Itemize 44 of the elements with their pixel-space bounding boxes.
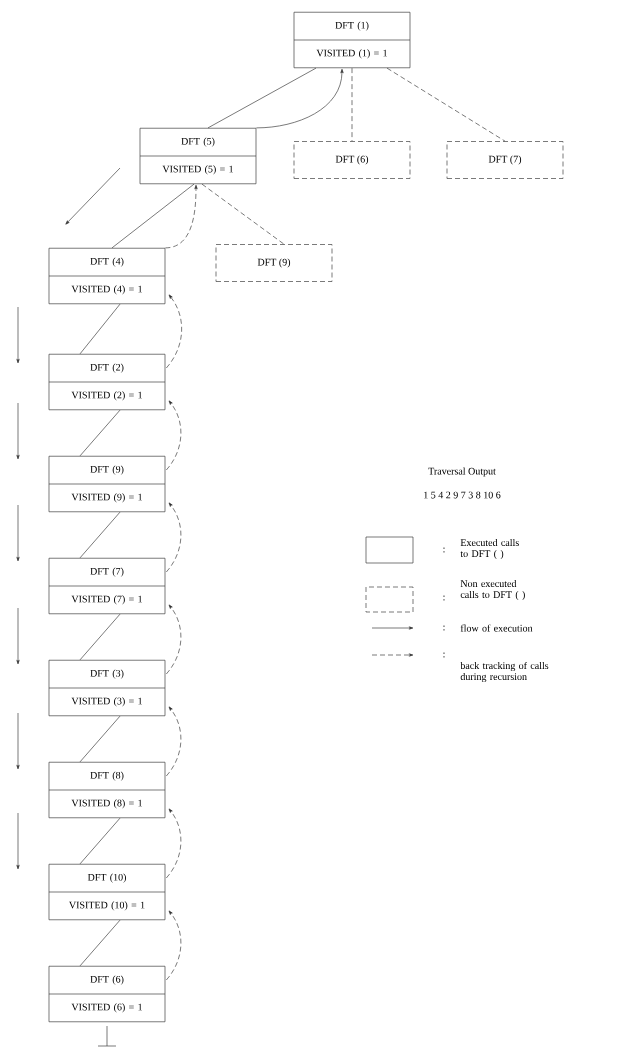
backtrack-arrow [256, 68, 344, 129]
backtrack-arrow [166, 502, 182, 573]
separator-colon: : [443, 547, 445, 553]
dashed-call-box: DFT (6) [293, 141, 411, 179]
legend-text: Executed calls to DFT ( ) [460, 538, 519, 560]
traversal-sequence: 1 5 4 2 9 7 3 8 10 6 [424, 491, 501, 499]
tree-line [111, 183, 195, 249]
tree-line [207, 67, 317, 129]
heading-text: Traversal Output [428, 467, 496, 477]
call-box: DFT (6) VISITED (6) = 1 [48, 965, 166, 1023]
call-box: DFT (10) VISITED (10) = 1 [48, 863, 166, 921]
backtrack-arrow [166, 400, 182, 471]
tree-line [79, 511, 121, 559]
legend-text: Non executed calls to DFT ( ) [460, 579, 525, 601]
call-box: DFT (3) VISITED (3) = 1 [48, 659, 166, 717]
tree-line [79, 409, 121, 457]
tree-line [79, 613, 121, 661]
tree-line [79, 817, 121, 865]
backtrack-arrow [166, 910, 182, 981]
dashed-call-box: DFT (7) [446, 141, 564, 179]
tree-line [351, 67, 353, 142]
tree-line [79, 919, 121, 967]
separator-colon: : [443, 595, 445, 601]
backtrack-arrow [166, 294, 182, 369]
tree-line [386, 67, 506, 142]
call-box: DFT (5) VISITED (5) = 1 [139, 127, 257, 185]
separator-colon: : [443, 652, 445, 658]
call-box: DFT (9) VISITED (9) = 1 [48, 455, 166, 513]
call-box: DFT (2) VISITED (2) = 1 [48, 353, 166, 411]
tree-line [79, 303, 121, 355]
tree-line [79, 715, 121, 763]
dashed-call-box: DFT (9) [215, 244, 333, 282]
call-box: DFT (1) VISITED (1) = 1 [293, 11, 411, 69]
backtrack-arrow [166, 808, 182, 879]
backtrack-arrow [166, 604, 182, 675]
backtrack-arrow [165, 184, 198, 249]
call-box: DFT (8) VISITED (8) = 1 [48, 761, 166, 819]
separator-colon: : [443, 625, 445, 631]
legend-text: flow of execution [460, 624, 533, 632]
tree-line [201, 183, 285, 245]
backtrack-arrow [166, 706, 182, 777]
legend-text: back tracking of calls during recursion [460, 661, 549, 683]
call-box: DFT (7) VISITED (7) = 1 [48, 557, 166, 615]
call-box: DFT (4) VISITED (4) = 1 [48, 247, 166, 305]
